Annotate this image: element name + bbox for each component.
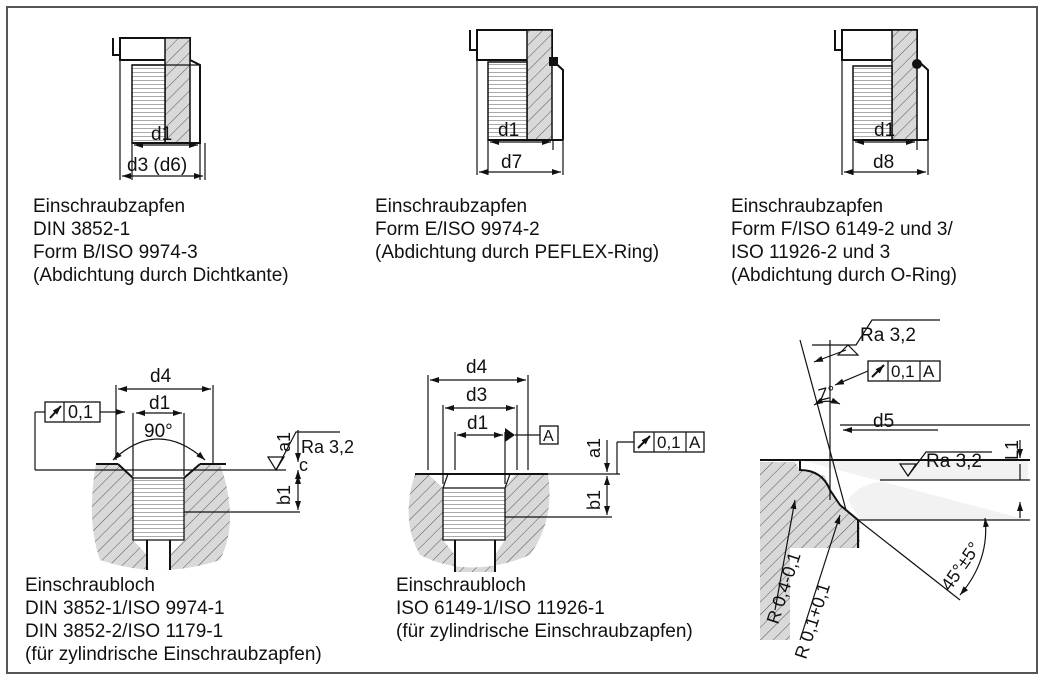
hole-iso-6149-drawing	[408, 375, 705, 572]
caption-line: Form F/ISO 6149-2 und 3/	[731, 219, 953, 240]
caption-line: Einschraubloch	[25, 575, 155, 596]
caption-line: ISO 11926-2 und 3	[731, 242, 891, 263]
caption-line: (Abdichtung durch PEFLEX-Ring)	[375, 242, 660, 263]
dim-d8-label: d8	[873, 152, 894, 173]
z-angle-label: Z°	[816, 382, 838, 405]
dim-d5-label: d5	[873, 411, 894, 432]
angle-90-label: 90°	[144, 421, 173, 442]
dim-d7-label: d7	[501, 152, 522, 173]
runout-tolerance-value: 0,1	[891, 362, 915, 381]
hole-din-3852-drawing	[34, 385, 340, 570]
runout-datum-ref: A	[923, 362, 935, 381]
chamfer-angle-label: 45°±5°	[937, 538, 985, 594]
caption-line: Form E/ISO 9974-2	[375, 219, 540, 240]
caption-line: Einschraubzapfen	[731, 196, 884, 217]
dim-d1-label: d1	[149, 393, 170, 414]
caption-line: (Abdichtung durch Dichtkante)	[33, 265, 289, 286]
dim-b1-label: b1	[274, 485, 294, 505]
stud-form-e-drawing	[469, 29, 564, 175]
runout-tolerance-value: 0,1	[657, 433, 681, 452]
dim-d1-label: d1	[467, 413, 488, 434]
caption-line: ISO 6149-1/ISO 11926-1	[396, 598, 605, 619]
dim-d4-label: d4	[150, 366, 172, 387]
stud-form-b-drawing	[112, 37, 206, 180]
caption-stud-form-b: Einschraubzapfen DIN 3852-1 Form B/ISO 9…	[33, 195, 289, 287]
dim-a1-label: a1	[274, 432, 294, 452]
dim-c-label: c	[299, 455, 308, 475]
stud-form-f-drawing	[834, 29, 929, 175]
caption-hole-iso-6149: Einschraubloch ISO 6149-1/ISO 11926-1 (f…	[396, 574, 693, 643]
drawing-frame	[6, 6, 1038, 674]
caption-line: (für zylindrische Einschraubzapfen)	[25, 644, 322, 665]
dim-d3-label: d3	[466, 385, 487, 406]
dim-b1-label: b1	[584, 490, 604, 510]
caption-line: Einschraubloch	[396, 575, 526, 596]
roughness-top-label: Ra 3,2	[860, 325, 916, 346]
caption-line: DIN 3852-2/ISO 1179-1	[25, 621, 224, 642]
caption-line: Form B/ISO 9974-3	[33, 242, 198, 263]
o-ring-seat-detail-drawing	[760, 319, 1030, 641]
caption-line: Einschraubzapfen	[375, 196, 528, 217]
dim-a1-label: a1	[584, 438, 604, 458]
dim-d3-d6-label: d3 (d6)	[127, 155, 187, 176]
caption-stud-form-f: Einschraubzapfen Form F/ISO 6149-2 und 3…	[731, 195, 957, 287]
caption-hole-din-3852: Einschraubloch DIN 3852-1/ISO 9974-1 DIN…	[25, 574, 322, 666]
caption-line: (Abdichtung durch O-Ring)	[731, 265, 957, 286]
dim-d1-label: d1	[498, 120, 519, 141]
roughness-label: Ra 3,2	[301, 437, 354, 457]
runout-datum-ref: A	[689, 433, 701, 452]
caption-line: (für zylindrische Einschraubzapfen)	[396, 621, 693, 642]
dim-l1-label: L1	[1002, 440, 1022, 460]
caption-line: Einschraubzapfen	[33, 196, 186, 217]
roughness-mid-label: Ra 3,2	[926, 451, 982, 472]
dim-d4-label: d4	[466, 357, 488, 378]
dim-d1-label: d1	[874, 120, 895, 141]
caption-stud-form-e: Einschraubzapfen Form E/ISO 9974-2 (Abdi…	[375, 195, 659, 264]
radius-r2-label: R 0,1+0,1	[791, 580, 834, 661]
caption-line: DIN 3852-1	[33, 219, 131, 240]
dim-d1-label: d1	[151, 124, 172, 145]
datum-a-label: A	[543, 428, 554, 445]
runout-tolerance-value: 0,1	[68, 402, 93, 422]
caption-line: DIN 3852-1/ISO 9974-1	[25, 598, 225, 619]
